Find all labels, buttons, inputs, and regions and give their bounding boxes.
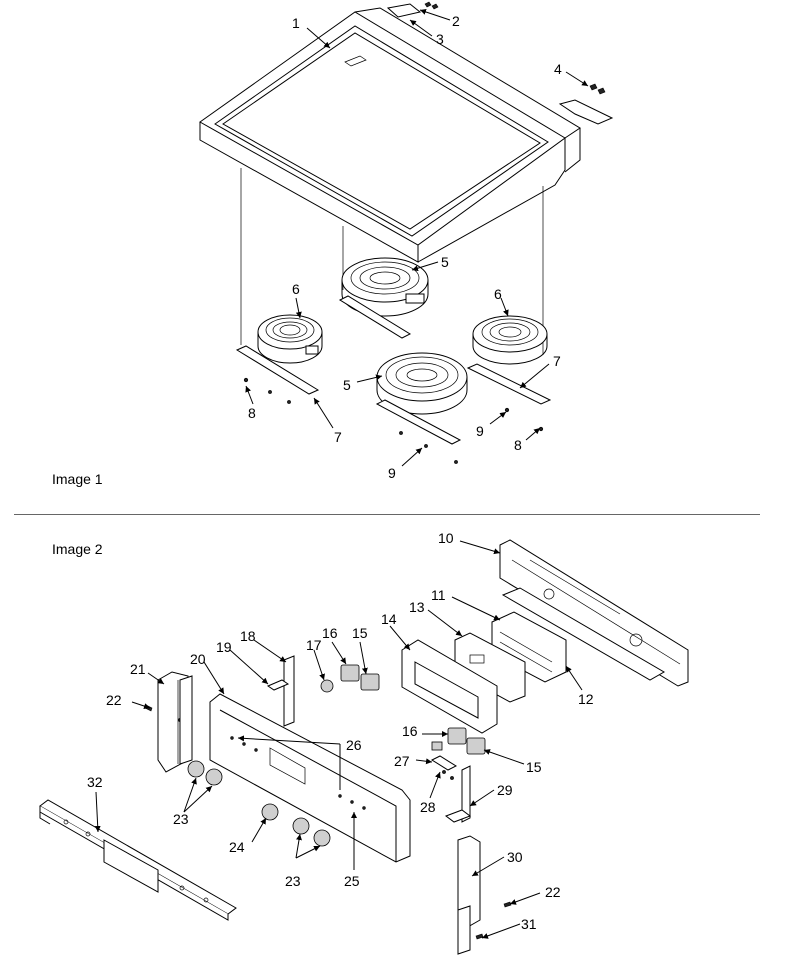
image-1-caption: Image 1: [52, 471, 103, 487]
callout-31: 31: [521, 916, 537, 932]
callout-19: 19: [216, 639, 232, 655]
control-panel-assembly: [39, 539, 689, 955]
callout-16-lower: 16: [402, 723, 418, 739]
callout-30: 30: [507, 849, 523, 865]
callout-3: 3: [436, 31, 444, 47]
callout-24: 24: [229, 839, 245, 855]
leader-lines-image1: [245, 9, 589, 467]
callout-5-front: 5: [343, 377, 351, 393]
callout-14: 14: [381, 611, 397, 627]
callout-22-right: 22: [545, 884, 561, 900]
callout-10: 10: [438, 530, 454, 546]
callout-8-left: 8: [248, 405, 256, 421]
callout-23-left: 23: [173, 811, 189, 827]
callout-7-left: 7: [334, 429, 342, 445]
callout-20: 20: [190, 651, 206, 667]
callout-1: 1: [292, 15, 300, 31]
callout-8-right: 8: [514, 437, 522, 453]
cooktop-assembly: [199, 1, 614, 464]
callout-15-top: 15: [352, 625, 368, 641]
image-2-caption: Image 2: [52, 541, 103, 557]
callout-13: 13: [409, 599, 425, 615]
callout-17: 17: [306, 637, 322, 653]
callout-2: 2: [452, 13, 460, 29]
callout-26: 26: [346, 737, 362, 753]
callout-23-right: 23: [285, 873, 301, 889]
section-divider: [14, 514, 760, 515]
callout-11: 11: [431, 587, 446, 603]
callout-5-back: 5: [441, 254, 449, 270]
callout-16-top: 16: [322, 625, 338, 641]
callout-22-left: 22: [106, 692, 122, 708]
callout-18: 18: [240, 628, 256, 644]
callout-27: 27: [394, 753, 410, 769]
callout-9-right: 9: [476, 423, 484, 439]
callout-4: 4: [554, 61, 562, 77]
callout-25: 25: [344, 873, 360, 889]
callout-12: 12: [578, 691, 594, 707]
callout-21: 21: [130, 661, 146, 677]
leader-lines-image2: [94, 540, 583, 939]
callout-15-lower: 15: [526, 759, 542, 775]
callout-6-left: 6: [292, 281, 300, 297]
callout-29: 29: [497, 782, 513, 798]
callout-32: 32: [87, 774, 103, 790]
callout-9-front: 9: [388, 465, 396, 481]
callout-labels: 1 2 3 4 5 5 6 6 7 7 8 8 9 9 10 11 12 13 …: [87, 13, 594, 932]
callout-28: 28: [420, 799, 436, 815]
callout-7-right: 7: [553, 353, 561, 369]
callout-6-right: 6: [494, 286, 502, 302]
